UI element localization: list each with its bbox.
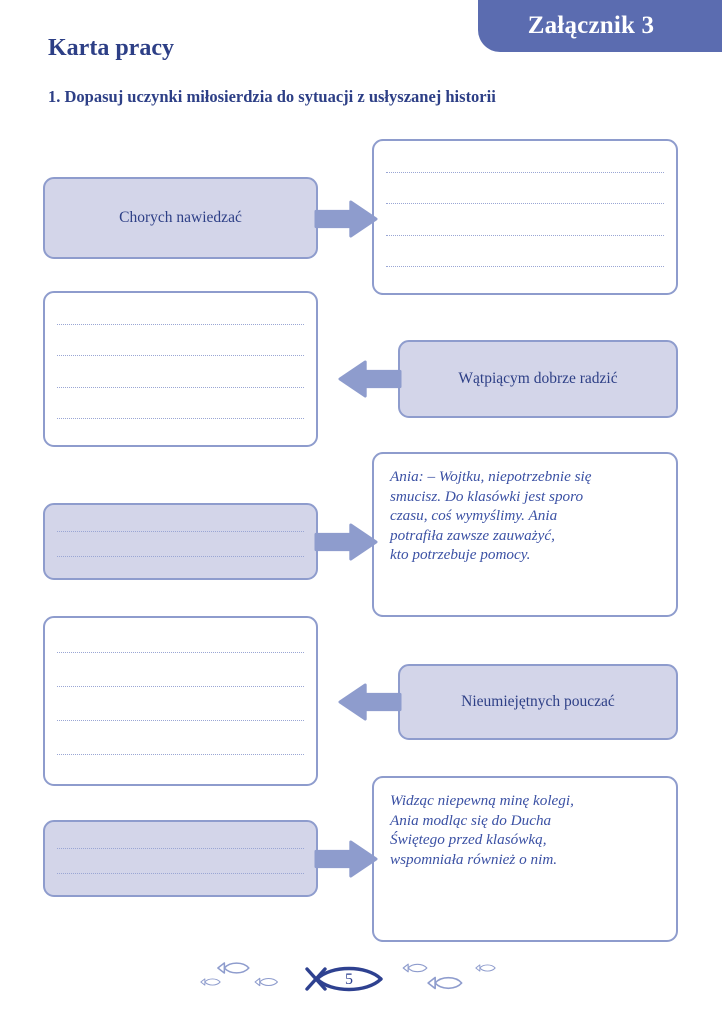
writing-lines (45, 618, 316, 784)
page-number: 5 (345, 971, 353, 988)
writing-line (386, 172, 664, 173)
story-text: Widząc niepewną minę kolegi, Ania modląc… (390, 792, 574, 868)
writing-line (57, 324, 304, 325)
writing-lines (45, 822, 316, 895)
writing-line (57, 873, 304, 874)
right-box-row-3[interactable]: Ania: – Wojtku, niepotrzebnie się smucis… (372, 452, 678, 617)
attachment-badge: Załącznik 3 (478, 0, 722, 52)
page-footer: 5 (0, 956, 722, 1016)
writing-line (57, 652, 304, 653)
writing-line (386, 235, 664, 236)
ichthys-page-marker: 5 (305, 966, 383, 992)
writing-lines (45, 293, 316, 445)
writing-lines (45, 505, 316, 578)
right-box-row-2[interactable]: Wątpiącym dobrze radzić (398, 340, 678, 418)
arrow-left-row-4 (338, 683, 402, 721)
left-box-row-5[interactable] (43, 820, 318, 897)
writing-line (57, 556, 304, 557)
left-box-row-1[interactable]: Chorych nawiedzać (43, 177, 318, 259)
box-label-text: Wątpiącym dobrze radzić (458, 370, 618, 387)
story-text: Ania: – Wojtku, niepotrzebnie się smucis… (390, 468, 592, 564)
writing-line (386, 203, 664, 204)
arrow-right-row-5 (314, 840, 378, 878)
right-box-row-1[interactable] (372, 139, 678, 295)
writing-line (57, 531, 304, 532)
arrow-right-row-1 (314, 200, 378, 238)
writing-line (57, 387, 304, 388)
left-box-row-3[interactable] (43, 503, 318, 580)
writing-lines (374, 141, 676, 293)
arrow-left-row-2 (338, 360, 402, 398)
task-instruction: 1. Dopasuj uczynki miłosierdzia do sytua… (48, 87, 496, 106)
attachment-badge-label: Załącznik 3 (527, 12, 655, 39)
writing-line (57, 686, 304, 687)
writing-line (57, 848, 304, 849)
left-box-row-2[interactable] (43, 291, 318, 447)
right-box-row-4[interactable]: Nieumiejętnych pouczać (398, 664, 678, 740)
footer-fish-decoration: 5 (200, 962, 496, 992)
box-label-text: Nieumiejętnych pouczać (461, 693, 615, 710)
right-box-row-5[interactable]: Widząc niepewną minę kolegi, Ania modląc… (372, 776, 678, 942)
arrow-right-row-3 (314, 523, 378, 561)
writing-line (57, 720, 304, 721)
writing-line (57, 355, 304, 356)
page-title: Karta pracy (48, 35, 174, 61)
writing-line (57, 754, 304, 755)
writing-line (57, 418, 304, 419)
box-label-text: Chorych nawiedzać (119, 209, 242, 226)
writing-line (386, 266, 664, 267)
left-box-row-4[interactable] (43, 616, 318, 786)
